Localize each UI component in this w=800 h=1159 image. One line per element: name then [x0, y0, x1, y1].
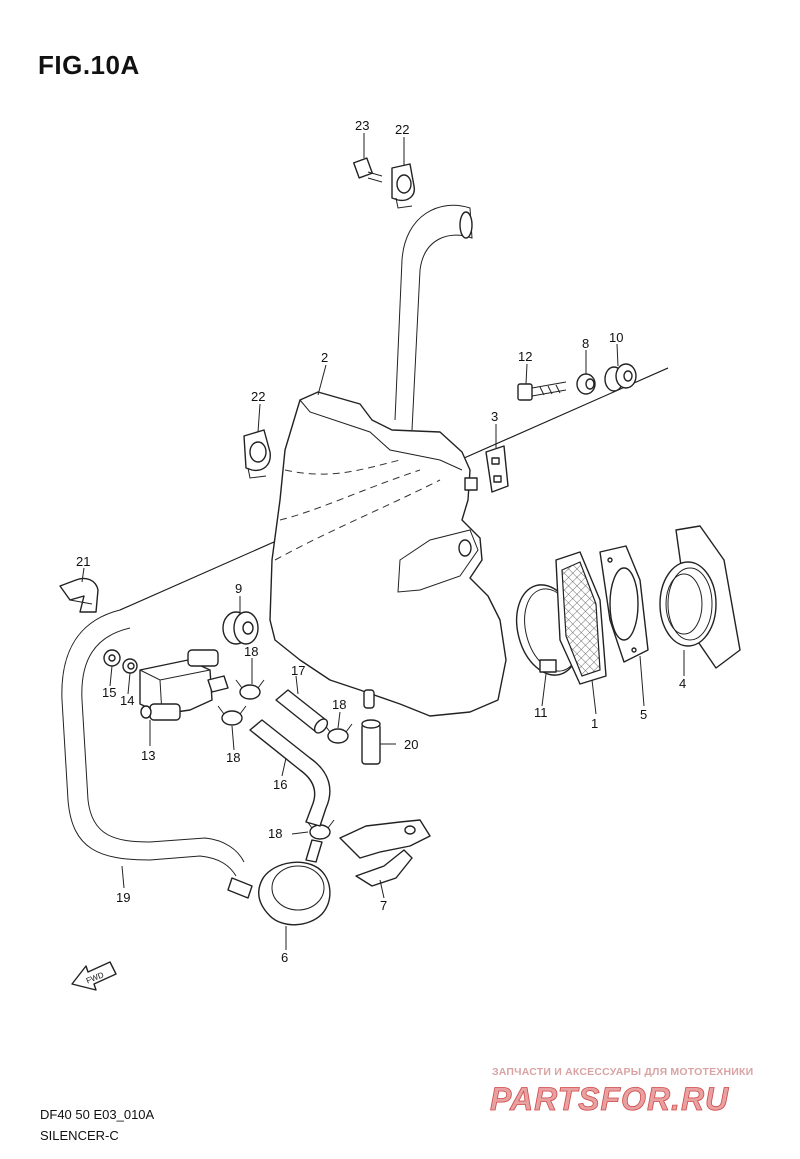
- part-label-10: 10: [609, 330, 623, 345]
- clip-22-top-drawing: [391, 163, 415, 209]
- part-label-20: 20: [404, 737, 418, 752]
- part-label-23: 23: [355, 118, 369, 133]
- bolt-23-drawing: [352, 157, 383, 183]
- part-label-21: 21: [76, 554, 90, 569]
- diagram-code: DF40 50 E03_010A: [40, 1107, 155, 1122]
- part-label-8: 8: [582, 336, 589, 351]
- washer-14-drawing: [122, 658, 138, 674]
- pipe-20-drawing: [361, 689, 381, 765]
- diagram-name: SILENCER-C: [40, 1128, 119, 1143]
- part-label-5: 5: [640, 707, 647, 722]
- hose-17-drawing: [275, 689, 329, 734]
- part-label-11: 11: [534, 705, 548, 720]
- long-hose-drawing: [61, 204, 473, 877]
- silencer-case-drawing: [269, 391, 507, 717]
- clip-18-b-drawing: [217, 705, 247, 726]
- figure-title: FIG.10A: [38, 50, 140, 80]
- grommet-9-drawing: [222, 611, 259, 645]
- part-label-1: 1: [591, 716, 598, 731]
- part-label-12: 12: [518, 349, 532, 364]
- valve-13-drawing: [139, 649, 229, 721]
- grommet-10-drawing: [604, 363, 637, 392]
- watermark-logo-text: PARTSFOR.RU: [490, 1081, 729, 1116]
- part-label-17: 17: [291, 663, 305, 678]
- bracket-7-drawing: [339, 819, 431, 887]
- part-label-3: 3: [491, 409, 498, 424]
- washer-8-drawing: [576, 373, 596, 395]
- part-label-22-top: 22: [395, 122, 409, 137]
- part-label-15: 15: [102, 685, 116, 700]
- part-label-18-d: 18: [268, 826, 282, 841]
- part-label-18-a: 18: [244, 644, 258, 659]
- bolt-12-drawing: [517, 381, 567, 401]
- part-label-13: 13: [141, 748, 155, 763]
- filter-6-drawing: [227, 839, 331, 926]
- clip-18-c-drawing: [323, 723, 353, 744]
- clip-21-drawing: [59, 577, 99, 613]
- clip-18-a-drawing: [235, 679, 265, 700]
- part-label-19: 19: [116, 890, 130, 905]
- adapter-4-drawing: [659, 525, 741, 669]
- fwd-arrow-icon: FWD: [71, 961, 117, 991]
- screen-1-drawing: [555, 551, 607, 685]
- part-label-7: 7: [380, 898, 387, 913]
- leader-lines: [81, 133, 685, 950]
- clip-22-left-drawing: [243, 429, 271, 479]
- part-label-18-b: 18: [226, 750, 240, 765]
- part-label-6: 6: [281, 950, 288, 965]
- part-label-18-c: 18: [332, 697, 346, 712]
- plate-3-drawing: [485, 445, 509, 493]
- part-label-22-left: 22: [251, 389, 265, 404]
- watermark-tagline: ЗАПЧАСТИ И АКСЕССУАРЫ ДЛЯ МОТОТЕХНИКИ: [492, 1066, 754, 1078]
- part-label-2: 2: [321, 350, 328, 365]
- part-number-labels: 23 22 2 12 8 10 22 3 21 9 18 17 15 14 18…: [76, 118, 686, 965]
- part-label-14: 14: [120, 693, 134, 708]
- watermark-logo: PARTSFOR.RU: [490, 1081, 729, 1116]
- hose-16-drawing: [249, 719, 331, 827]
- gasket-5-drawing: [599, 545, 649, 663]
- part-label-16: 16: [273, 777, 287, 792]
- part-label-9: 9: [235, 581, 242, 596]
- grommet-15-drawing: [103, 649, 121, 667]
- part-label-4: 4: [679, 676, 686, 691]
